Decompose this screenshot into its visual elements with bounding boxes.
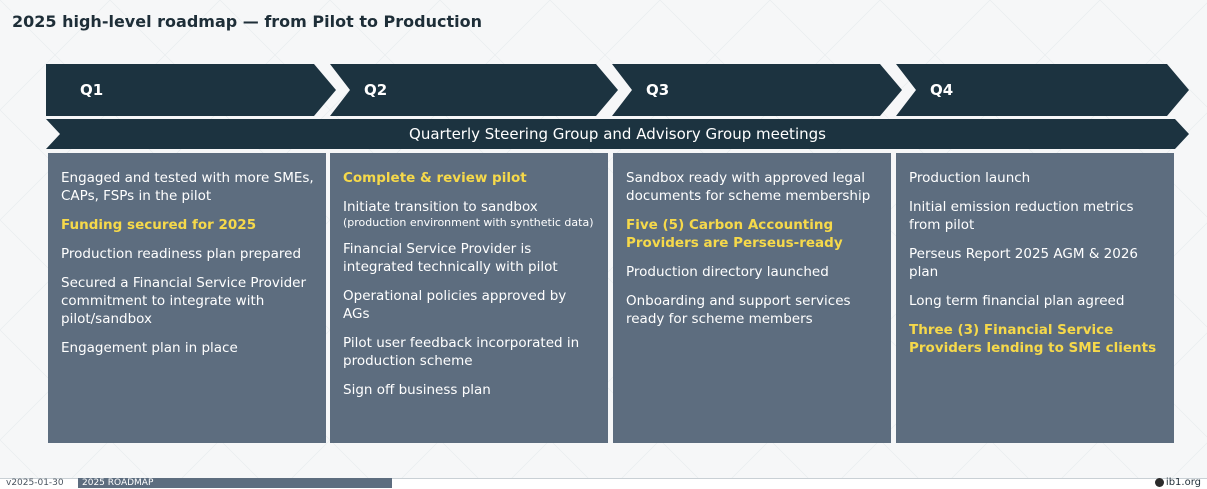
q2-item: Pilot user feedback incorporated in prod… bbox=[343, 335, 580, 369]
quarter-arrow-q4: Q4 bbox=[896, 64, 1189, 116]
q1-item: Engaged and tested with more SMEs, CAPs,… bbox=[61, 170, 314, 204]
quarter-label: Q2 bbox=[364, 81, 388, 99]
q1-column: Engaged and tested with more SMEs, CAPs,… bbox=[48, 153, 326, 443]
q2-item: Financial Service Provider is integrated… bbox=[343, 241, 558, 275]
q3-item-highlight: Five (5) Carbon Accounting Providers are… bbox=[626, 217, 843, 251]
steering-label: Quarterly Steering Group and Advisory Gr… bbox=[409, 125, 826, 143]
q2-item-subnote: (production environment with synthetic d… bbox=[343, 216, 594, 229]
q4-column: Production launch Initial emission reduc… bbox=[896, 153, 1174, 443]
org-logo-icon bbox=[1154, 478, 1164, 487]
footer-bar bbox=[0, 478, 1207, 489]
version-label: v2025-01-30 bbox=[6, 478, 64, 488]
q4-item: Production launch bbox=[909, 170, 1031, 186]
q4-item: Initial emission reduction metrics from … bbox=[909, 199, 1134, 233]
quarter-label: Q4 bbox=[930, 81, 954, 99]
quarter-arrows: Q1 Q2 Q3 Q4 bbox=[46, 64, 1189, 116]
q4-item: Perseus Report 2025 AGM & 2026 plan bbox=[909, 246, 1138, 280]
q1-item: Engagement plan in place bbox=[61, 340, 238, 356]
q3-item: Onboarding and support services ready fo… bbox=[626, 293, 851, 327]
q2-item-main: Initiate transition to sandbox bbox=[343, 199, 538, 215]
q2-item: Operational policies approved by AGs bbox=[343, 288, 567, 322]
quarter-arrow-q2: Q2 bbox=[330, 64, 618, 116]
q2-column: Complete & review pilot Initiate transit… bbox=[330, 153, 608, 443]
quarter-label: Q1 bbox=[80, 81, 104, 99]
q1-item: Production readiness plan prepared bbox=[61, 246, 302, 262]
steering-banner: Quarterly Steering Group and Advisory Gr… bbox=[46, 119, 1189, 149]
q2-item: Initiate transition to sandbox (producti… bbox=[343, 198, 596, 229]
q3-column: Sandbox ready with approved legal docume… bbox=[613, 153, 891, 443]
org-link[interactable]: ib1.org bbox=[1154, 477, 1201, 488]
q2-item: Sign off business plan bbox=[343, 382, 491, 398]
q1-item: Secured a Financial Service Provider com… bbox=[61, 275, 307, 327]
footer-tab[interactable]: 2025 ROADMAP bbox=[78, 478, 392, 488]
q3-item: Production directory launched bbox=[626, 264, 829, 280]
q1-item-highlight: Funding secured for 2025 bbox=[61, 217, 257, 233]
q4-item-highlight: Three (3) Financial Service Providers le… bbox=[909, 322, 1157, 356]
q2-item-highlight: Complete & review pilot bbox=[343, 170, 527, 186]
quarter-label: Q3 bbox=[646, 81, 670, 99]
org-label: ib1.org bbox=[1165, 477, 1201, 488]
page-title: 2025 high-level roadmap — from Pilot to … bbox=[12, 12, 482, 31]
quarter-arrow-q3: Q3 bbox=[612, 64, 902, 116]
quarter-arrow-q1: Q1 bbox=[46, 64, 336, 116]
q3-item: Sandbox ready with approved legal docume… bbox=[626, 170, 871, 204]
q4-item: Long term financial plan agreed bbox=[909, 293, 1125, 309]
